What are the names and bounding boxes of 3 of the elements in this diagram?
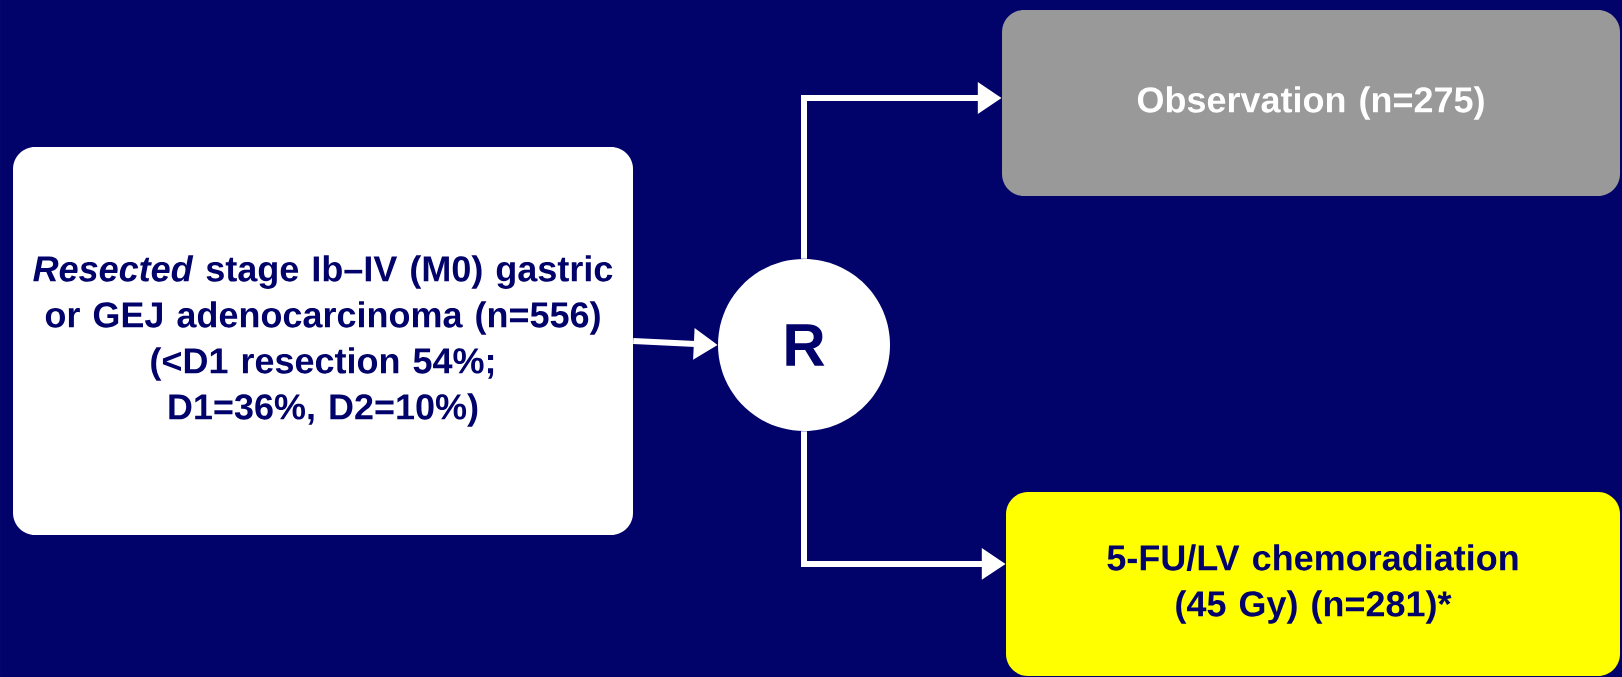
- arm-box: Observation (n=275): [1002, 10, 1620, 196]
- source-box: Resected stage Ib–IV (M0) gastric or GEJ adenocarcinoma (n=556) (<D1 resection 54%; D1=36%, D2=10%): [13, 147, 633, 535]
- arm-box: 5-FU/LV chemoradiation (45 Gy) (n=281)*: [1006, 492, 1620, 676]
